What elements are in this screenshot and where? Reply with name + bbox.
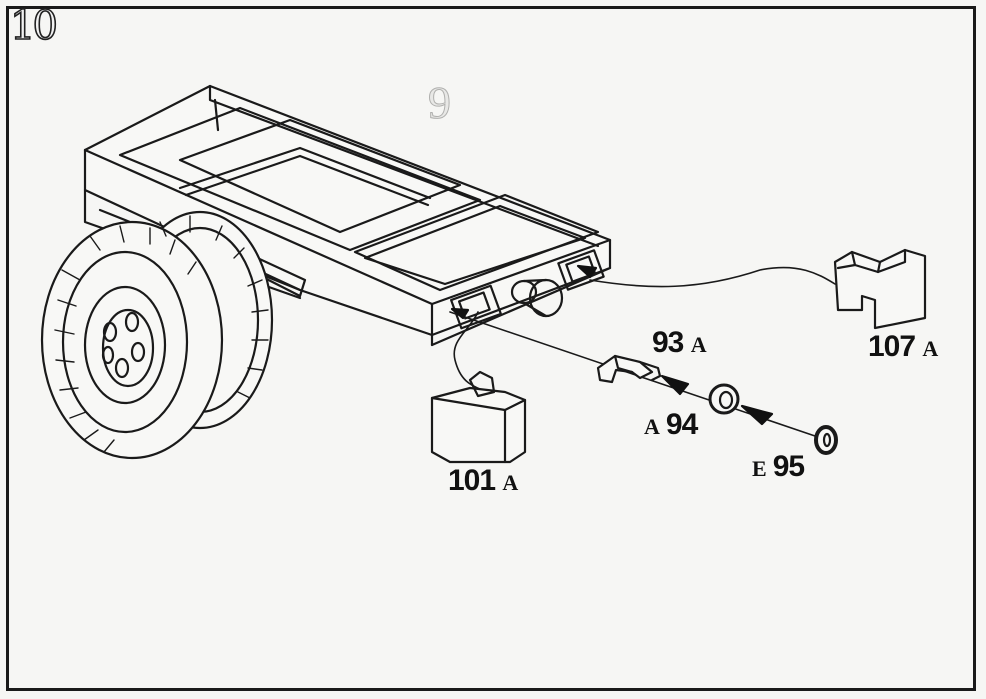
dual-rear-wheels	[40, 210, 274, 460]
part-95-washer	[814, 425, 838, 455]
part-letter: A	[644, 414, 660, 439]
part-94-ring	[708, 383, 740, 415]
part-letter: E	[752, 456, 767, 481]
tow-hitch-mount	[510, 278, 564, 318]
wire-right-light	[589, 266, 836, 288]
part-number: 95	[772, 450, 805, 483]
part-label-101: 101 A	[448, 465, 518, 499]
assembly-arrows	[450, 264, 774, 426]
faint-step-number: 9	[428, 77, 452, 128]
step-number: 10	[9, 3, 58, 49]
part-letter: A	[690, 332, 707, 357]
part-label-107: 107 A	[868, 331, 938, 365]
part-letter: A	[922, 336, 939, 361]
tire-tread	[54, 215, 269, 453]
part-label-93: 93 A	[652, 327, 707, 361]
part-93-bracket	[596, 354, 662, 384]
part-101-light	[430, 370, 527, 464]
part-number: 94	[665, 408, 698, 441]
part-number: 93	[652, 326, 684, 359]
page-frame	[6, 6, 976, 691]
part-letter: A	[502, 470, 519, 495]
part-number: 107	[868, 330, 916, 363]
part-number: 101	[448, 464, 496, 497]
light-socket-right	[557, 249, 605, 291]
part-107-light	[833, 248, 927, 330]
